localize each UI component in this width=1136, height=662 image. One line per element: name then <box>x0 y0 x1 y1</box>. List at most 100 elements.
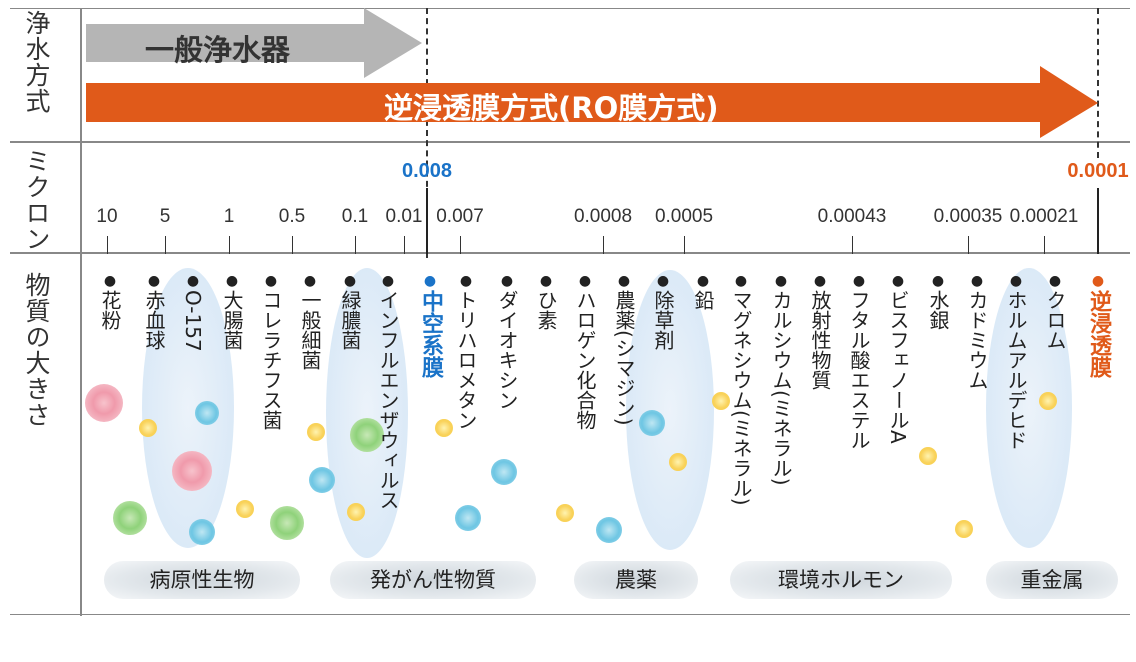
substance-name: トリハロメタン <box>454 290 478 430</box>
dashed-line-00001 <box>1097 8 1099 158</box>
category-pathogen: 病原性生物 <box>104 561 300 599</box>
substance-dot: ● <box>500 273 514 289</box>
substance-item: ●マグネシウム(ミネラル) <box>728 272 754 510</box>
yellow-particle <box>955 520 973 538</box>
rule-micron-bottom <box>10 252 1130 254</box>
solid-line-00001 <box>1097 188 1099 254</box>
substance-dot: ● <box>734 273 748 289</box>
substance-item: ●花粉 <box>97 272 123 334</box>
cyan-particle <box>189 519 215 545</box>
substance-name: カドミウム <box>965 290 989 390</box>
tick-label: 0.007 <box>436 206 484 227</box>
substance-item: ●一般細菌 <box>297 272 323 374</box>
tick-mark <box>292 236 293 254</box>
substance-name: クロム <box>1043 290 1067 350</box>
substance-item: ●ダイオキシン <box>494 272 520 414</box>
top-rule <box>10 8 1130 9</box>
rule-bottom <box>10 614 1130 615</box>
tick-label: 1 <box>223 206 235 227</box>
substance-name: 中空系膜 <box>418 290 443 378</box>
yellow-particle <box>1039 392 1057 410</box>
general-arrow-shape <box>86 8 422 78</box>
substance-name: 一般細菌 <box>298 290 322 370</box>
substance-name: 鉛 <box>691 290 715 310</box>
tick-mark <box>404 236 405 254</box>
tick-label: 0.00021 <box>1009 206 1079 227</box>
solid-line-0008 <box>426 188 428 254</box>
substance-name: コレラチフス菌 <box>259 290 283 430</box>
substance-item: ●フタル酸エステル <box>846 272 872 454</box>
substance-name: ひ素 <box>534 290 558 330</box>
method-arrows <box>86 8 1098 138</box>
substance-dot: ● <box>423 273 437 289</box>
substance-item: ●カルシウム(ミネラル) <box>768 272 794 490</box>
substance-item: ●ひ素 <box>533 272 559 334</box>
group-bubble-carcinogen <box>326 268 408 558</box>
ro-arrow-shape <box>86 66 1098 138</box>
substance-dot: ● <box>103 273 117 289</box>
substance-dot: ● <box>931 273 945 289</box>
tick-label: 0.1 <box>341 206 369 227</box>
yellow-particle <box>669 453 687 471</box>
cyan-particle <box>455 505 481 531</box>
dashed-line-0008 <box>426 8 428 258</box>
tick-label: 0.00035 <box>933 206 1003 227</box>
substance-dot: ● <box>1091 273 1105 289</box>
category-pesticide: 農薬 <box>574 561 698 599</box>
substance-name: マグネシウム(ミネラル) <box>729 290 753 506</box>
substance-name: O-157 <box>181 290 205 352</box>
highlight-00001: 0.0001 <box>1067 160 1129 182</box>
tick-label: 10 <box>96 206 118 227</box>
yellow-particle <box>307 423 325 441</box>
substance-name: 除草剤 <box>651 290 675 350</box>
substance-dot: ● <box>656 273 670 289</box>
ro-arrow-label: 逆浸透膜方式(RO膜方式) <box>384 91 719 125</box>
substance-item: ●ハロゲン化合物 <box>572 272 598 434</box>
row-label-substance: 物質の大きさ <box>22 272 51 428</box>
substance-item: ●逆浸透膜 <box>1085 272 1111 382</box>
substance-dot: ● <box>1009 273 1023 289</box>
group-bubble-pesticide <box>626 270 714 550</box>
substance-item: ●放射性物質 <box>807 272 833 394</box>
green-particle <box>113 501 147 535</box>
substance-dot: ● <box>264 273 278 289</box>
substance-dot: ● <box>303 273 317 289</box>
substance-item: ●中空系膜 <box>417 272 443 382</box>
substance-dot: ● <box>774 273 788 289</box>
yellow-particle <box>435 419 453 437</box>
yellow-particle <box>236 500 254 518</box>
yellow-particle <box>347 503 365 521</box>
yellow-particle <box>919 447 937 465</box>
yellow-particle <box>139 419 157 437</box>
tick-mark <box>968 236 969 254</box>
tick-mark <box>107 236 108 254</box>
left-divider <box>80 8 82 616</box>
yellow-particle <box>712 392 730 410</box>
substance-item: ●除草剤 <box>650 272 676 354</box>
substance-dot: ● <box>813 273 827 289</box>
substance-name: 逆浸透膜 <box>1086 290 1111 378</box>
substance-dot: ● <box>852 273 866 289</box>
green-particle <box>350 418 384 452</box>
substance-item: ●赤血球 <box>141 272 167 354</box>
substance-name: 水銀 <box>926 290 950 330</box>
tick-mark <box>1044 236 1045 254</box>
category-carcinogen: 発がん性物質 <box>330 561 536 599</box>
substance-name: ハロゲン化合物 <box>573 290 597 430</box>
substance-name: ホルムアルデヒド <box>1004 290 1028 450</box>
cyan-particle <box>491 459 517 485</box>
tick-mark <box>852 236 853 254</box>
substance-name: ビスフェノールA <box>886 290 910 444</box>
substance-dot: ● <box>147 273 161 289</box>
substance-name: フタル酸エステル <box>847 290 871 450</box>
tick-label: 5 <box>159 206 171 227</box>
tick-label: 0.5 <box>278 206 306 227</box>
tick-label: 0.00043 <box>817 206 887 227</box>
highlight-0008: 0.008 <box>401 160 453 182</box>
category-endocrine: 環境ホルモン <box>730 561 952 599</box>
cyan-particle <box>309 467 335 493</box>
tick-mark <box>229 236 230 254</box>
substance-dot: ● <box>970 273 984 289</box>
tick-mark <box>165 236 166 254</box>
